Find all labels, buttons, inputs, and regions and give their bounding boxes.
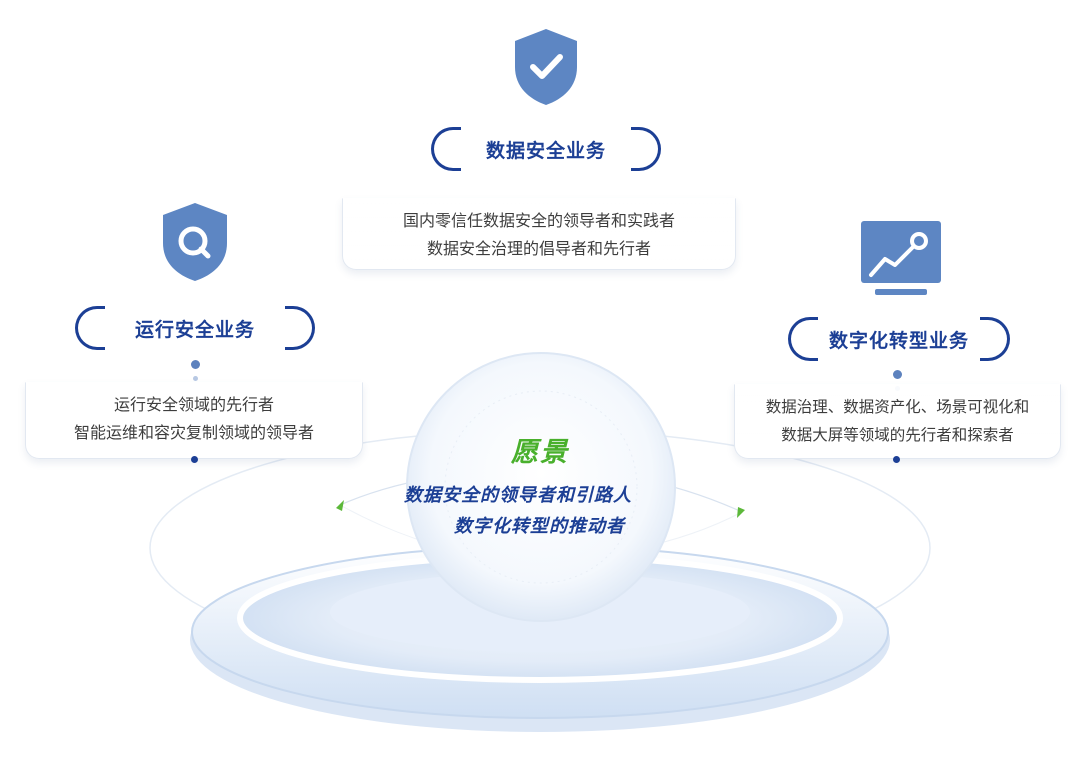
ops-security-title: 运行安全业务 — [75, 306, 315, 350]
digital-title: 数字化转型业务 — [788, 317, 1010, 361]
vision-line2: 数字化转型的推动者 — [454, 516, 625, 537]
vision-orb-inner-ring — [444, 390, 638, 584]
digital-card: 数据治理、数据资产化、场景可视化和 数据大屏等领域的先行者和探索者 — [734, 384, 1061, 459]
data-security-title-text: 数据安全业务 — [485, 139, 606, 162]
data-security-card: 国内零信任数据安全的领导者和实践者 数据安全治理的倡导者和先行者 — [342, 198, 736, 270]
ops-security-line2: 智能运维和容灾复制领域的领导者 — [73, 423, 314, 442]
data-security-line1: 国内零信任数据安全的领导者和实践者 — [402, 211, 675, 230]
digital-line2: 数据大屏等领域的先行者和探索者 — [781, 426, 1014, 444]
vision-line1: 数据安全的领导者和引路人 — [404, 485, 632, 506]
arrow-left-icon — [336, 500, 344, 511]
ops-security-title-text: 运行安全业务 — [134, 318, 255, 341]
data-security-title: 数据安全业务 — [431, 127, 661, 171]
ops-security-line1: 运行安全领域的先行者 — [113, 395, 274, 414]
arrow-right-icon — [737, 507, 745, 518]
connector-dot — [893, 370, 902, 379]
connector-dot — [191, 360, 200, 369]
card-end-dot — [191, 456, 198, 463]
shield-search-icon — [163, 203, 227, 281]
data-security-line2: 数据安全治理的倡导者和先行者 — [426, 239, 651, 258]
connector-dot-small — [193, 376, 198, 381]
shield-check-icon — [515, 29, 577, 105]
digital-line1: 数据治理、数据资产化、场景可视化和 — [765, 398, 1030, 416]
ops-security-card: 运行安全领域的先行者 智能运维和容灾复制领域的领导者 — [25, 382, 363, 459]
vision-orb — [406, 352, 676, 622]
digital-title-text: 数字化转型业务 — [828, 329, 969, 352]
monitor-chart-icon — [861, 221, 941, 295]
card-end-dot — [893, 456, 900, 463]
vision-title: 愿景 — [511, 437, 569, 468]
